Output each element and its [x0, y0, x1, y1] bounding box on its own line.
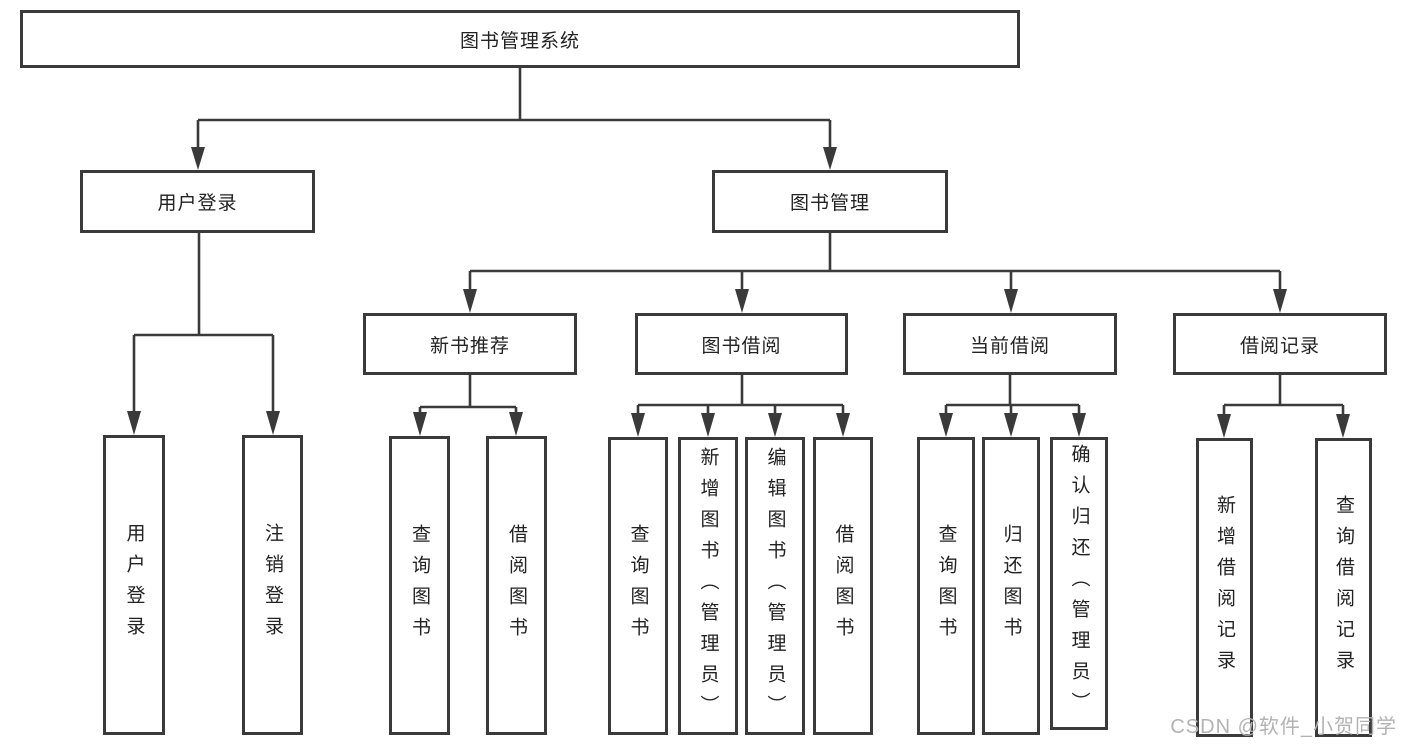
leaf-return-books: 归还图书	[982, 437, 1040, 735]
connector-borrow-records-to-leaves	[1217, 375, 1350, 438]
connector-user-login-to-leaves	[127, 233, 280, 435]
node-library-system: 图书管理系统	[20, 10, 1020, 68]
node-book-management: 图书管理	[712, 170, 948, 233]
leaf-query-borrow-record: 查询借阅记录	[1315, 438, 1372, 737]
connector-book-mgmt-to-level3	[463, 233, 1287, 313]
leaf-confirm-return-admin: 确认归还（管理员）	[1050, 437, 1108, 730]
leaf-edit-books-admin: 编辑图书（管理员）	[745, 437, 805, 735]
connector-book-borrow-to-leaves	[631, 375, 850, 437]
leaf-logout: 注销登录	[242, 435, 303, 735]
csdn-watermark: CSDN @软件_小贺同学	[1170, 716, 1397, 738]
node-new-book-recommend: 新书推荐	[363, 313, 577, 375]
leaf-user-login: 用户登录	[103, 435, 165, 735]
node-current-borrowing: 当前借阅	[903, 313, 1117, 375]
node-user-login: 用户登录	[80, 170, 315, 233]
leaf-query-books-current: 查询图书	[917, 437, 975, 735]
leaf-query-books-borrow: 查询图书	[608, 437, 668, 735]
leaf-add-books-admin: 新增图书（管理员）	[678, 437, 738, 735]
leaf-add-borrow-record: 新增借阅记录	[1196, 438, 1253, 737]
node-book-borrowing: 图书借阅	[635, 313, 848, 375]
node-borrowing-records: 借阅记录	[1173, 313, 1387, 375]
leaf-query-books-recommend: 查询图书	[389, 436, 450, 735]
leaf-borrow-books-recommend: 借阅图书	[486, 436, 547, 735]
connector-current-borrow-to-leaves	[939, 375, 1086, 437]
leaf-borrow-books: 借阅图书	[813, 437, 873, 735]
connector-new-book-rec-to-leaves	[413, 375, 523, 436]
connector-root-to-level2	[191, 68, 837, 170]
